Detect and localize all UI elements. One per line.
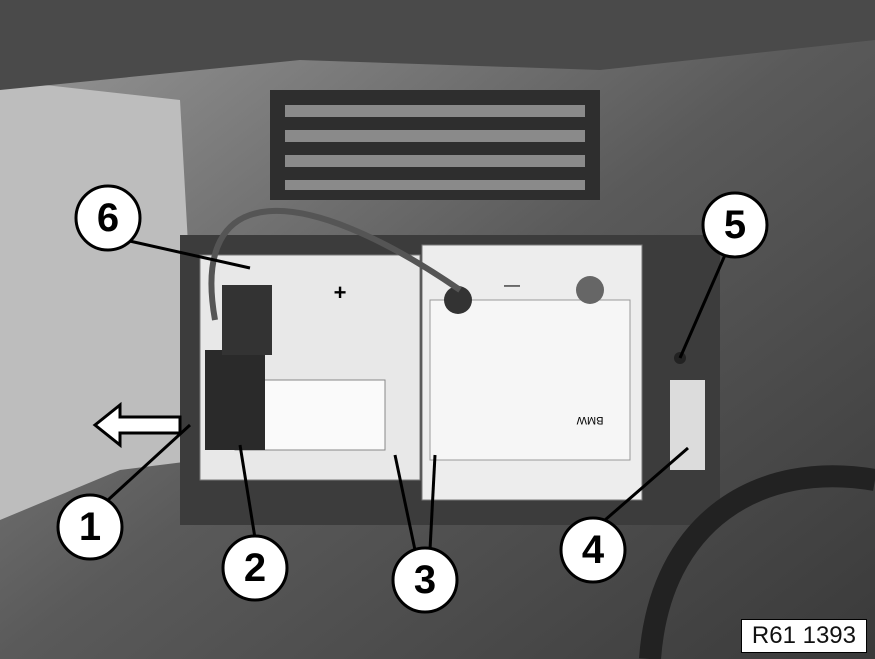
negative-terminal	[444, 286, 472, 314]
svg-text:3: 3	[414, 558, 436, 602]
leader-lines	[106, 238, 727, 551]
battery-cable	[208, 207, 462, 321]
callout-4: 4	[559, 516, 627, 584]
svg-text:1: 1	[79, 505, 101, 549]
svg-text:4: 4	[582, 528, 605, 572]
vent-grille	[270, 90, 600, 200]
label-tag	[670, 380, 705, 470]
svg-text:5: 5	[724, 203, 746, 247]
plus-mark: +	[334, 280, 347, 305]
trunk-trim	[0, 0, 875, 90]
brand-mark: BMW	[576, 414, 604, 426]
callout-5: 5	[701, 191, 769, 259]
minus-mark: —	[504, 277, 520, 294]
callout-1: 1	[56, 493, 124, 561]
positive-connector	[205, 350, 265, 450]
callout-6: 6	[74, 184, 142, 252]
callout-2: 2	[221, 534, 289, 602]
svg-text:2: 2	[244, 546, 266, 590]
left-arrow-icon	[92, 401, 182, 449]
trunk-wall	[0, 80, 200, 520]
callout-3: 3	[391, 546, 459, 614]
reference-label: R61 1393	[740, 619, 867, 653]
svg-text:6: 6	[97, 196, 119, 240]
